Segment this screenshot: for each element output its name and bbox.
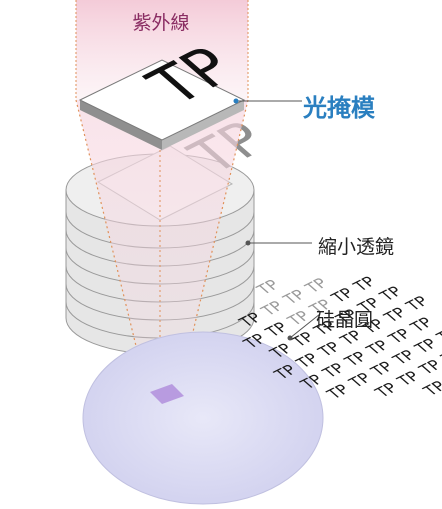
wafer-tp-mark: TP xyxy=(322,382,353,403)
mask-leader-dot xyxy=(233,98,239,104)
reduction-lens-label: 縮小透鏡 xyxy=(318,236,395,258)
leader-lines xyxy=(236,100,321,339)
wafer-tp-mark: TP xyxy=(371,380,402,401)
lens-leader-dot xyxy=(245,240,251,246)
exposed-die xyxy=(150,384,184,404)
silicon-wafer-label: 硅晶圓 xyxy=(316,309,374,331)
wafer-tp-mark: TP xyxy=(415,357,442,378)
wafer-tp-mark: TP xyxy=(401,293,432,314)
wafer-tp-mark: TP xyxy=(432,324,442,345)
light-cone xyxy=(75,99,249,396)
wafer-leader-dot xyxy=(287,335,293,341)
photomask: TP xyxy=(78,37,251,150)
photomask-label: 光掩模 xyxy=(303,94,375,122)
wafer-tp-mark: TP xyxy=(436,346,442,367)
uv-light-label: 紫外線 xyxy=(132,12,190,34)
